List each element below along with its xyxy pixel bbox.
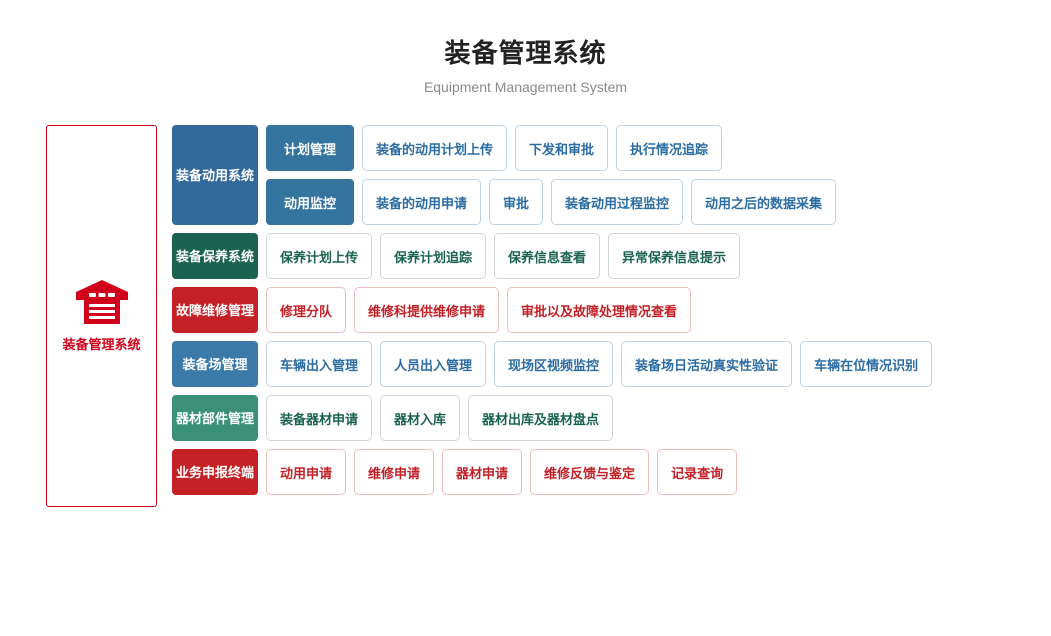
leaf-card[interactable]: 维修反馈与鉴定 (530, 449, 650, 495)
leaf-card[interactable]: 装备器材申请 (266, 395, 373, 441)
leaf-card[interactable]: 修理分队 (266, 287, 347, 333)
leaf-card[interactable]: 动用申请 (266, 449, 347, 495)
page-header: 装备管理系统 Equipment Management System (0, 0, 1051, 96)
leaf-card[interactable]: 人员出入管理 (380, 341, 487, 387)
subcategory-dispatch-monitoring[interactable]: 动用监控 (266, 179, 354, 225)
group-column: 计划管理 装备的动用计划上传 下发和审批 执行情况追踪 动用监控 装备的动用申请… (258, 125, 837, 225)
leaf-card[interactable]: 保养信息查看 (494, 233, 601, 279)
leaf-card[interactable]: 装备的动用计划上传 (362, 125, 508, 171)
diagram-rows: 装备动用系统 计划管理 装备的动用计划上传 下发和审批 执行情况追踪 动用监控 … (172, 125, 933, 503)
leaf-card[interactable]: 装备动用过程监控 (551, 179, 684, 225)
category-block-equipment-maintenance[interactable]: 装备保养系统 (172, 233, 258, 279)
category-block-equipment-yard[interactable]: 装备场管理 (172, 341, 258, 387)
leaf-card[interactable]: 下发和审批 (515, 125, 609, 171)
group-line: 动用监控 装备的动用申请 审批 装备动用过程监控 动用之后的数据采集 (258, 179, 837, 225)
category-block-equipment-dispatch[interactable]: 装备动用系统 (172, 125, 258, 225)
leaf-card[interactable]: 动用之后的数据采集 (691, 179, 837, 225)
category-block-declaration-terminal[interactable]: 业务申报终端 (172, 449, 258, 495)
category-block-parts-management[interactable]: 器材部件管理 (172, 395, 258, 441)
page-subtitle: Equipment Management System (423, 79, 628, 95)
leaf-card[interactable]: 保养计划追踪 (380, 233, 487, 279)
leaf-card[interactable]: 异常保养信息提示 (608, 233, 741, 279)
leaf-card[interactable]: 维修申请 (354, 449, 435, 495)
leaf-card[interactable]: 器材申请 (442, 449, 523, 495)
leaf-card[interactable]: 执行情况追踪 (616, 125, 723, 171)
leaf-card[interactable]: 审批 (489, 179, 544, 225)
subcategory-plan-management[interactable]: 计划管理 (266, 125, 354, 171)
leaf-card[interactable]: 记录查询 (657, 449, 738, 495)
category-block-fault-repair[interactable]: 故障维修管理 (172, 287, 258, 333)
diagram-row: 故障维修管理 修理分队 维修科提供维修申请 审批以及故障处理情况查看 (172, 287, 932, 333)
diagram-row: 器材部件管理 装备器材申请 器材入库 器材出库及器材盘点 (172, 395, 932, 441)
brand-panel: 装备管理系统 (46, 125, 157, 507)
brand-label: 装备管理系统 (62, 337, 141, 352)
leaf-card[interactable]: 器材出库及器材盘点 (468, 395, 614, 441)
leaf-card[interactable]: 器材入库 (380, 395, 461, 441)
diagram-row: 装备动用系统 计划管理 装备的动用计划上传 下发和审批 执行情况追踪 动用监控 … (172, 125, 932, 225)
leaf-card[interactable]: 车辆在位情况识别 (800, 341, 933, 387)
page-title: 装备管理系统 (444, 38, 607, 68)
leaf-card[interactable]: 装备场日活动真实性验证 (621, 341, 793, 387)
leaf-card[interactable]: 装备的动用申请 (362, 179, 482, 225)
diagram-row: 装备保养系统 保养计划上传 保养计划追踪 保养信息查看 异常保养信息提示 (172, 233, 932, 279)
group-line: 计划管理 装备的动用计划上传 下发和审批 执行情况追踪 (258, 125, 836, 171)
leaf-card[interactable]: 车辆出入管理 (266, 341, 373, 387)
leaf-card[interactable]: 审批以及故障处理情况查看 (507, 287, 692, 333)
diagram-row: 业务申报终端 动用申请 维修申请 器材申请 维修反馈与鉴定 记录查询 (172, 449, 932, 495)
warehouse-icon (75, 279, 129, 325)
leaf-card[interactable]: 现场区视频监控 (494, 341, 614, 387)
leaf-card[interactable]: 保养计划上传 (266, 233, 373, 279)
diagram-row: 装备场管理 车辆出入管理 人员出入管理 现场区视频监控 装备场日活动真实性验证 … (172, 341, 933, 387)
leaf-card[interactable]: 维修科提供维修申请 (354, 287, 500, 333)
